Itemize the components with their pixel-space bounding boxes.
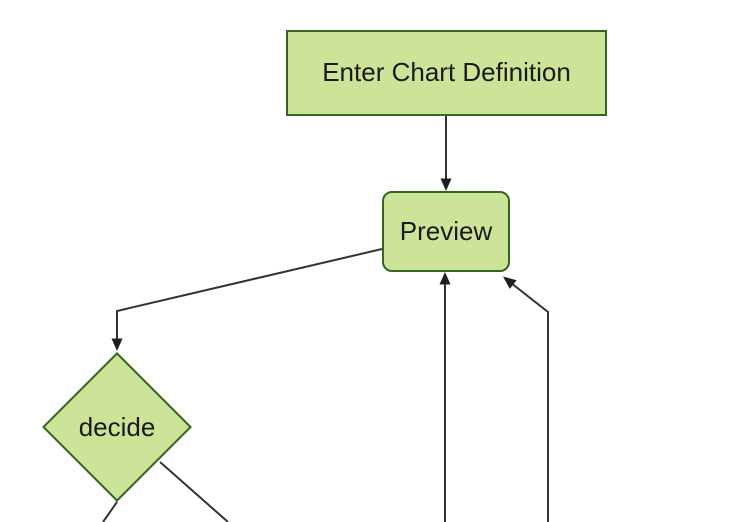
arrowhead-icon [111,338,123,351]
arrowhead-icon [439,272,451,285]
edge-line [116,248,383,339]
node-enter-chart-definition-label: Enter Chart Definition [322,57,571,88]
node-preview-label: Preview [399,215,493,246]
node-decide: decide [42,411,192,443]
node-enter-chart-definition: Enter Chart Definition [286,30,607,116]
edge-bottom-right-to-preview [503,276,549,522]
edge-preview-to-decide [111,248,383,351]
edge-line [512,283,549,522]
edge-decide-to-offscreen-right [159,461,229,522]
node-decide-label: decide [78,412,156,442]
edge-enter-to-preview [440,116,452,191]
arrowhead-icon [440,178,452,191]
edge-decide-to-offscreen-left [102,501,118,522]
node-preview: Preview [382,191,510,272]
arrowhead-icon [503,276,517,289]
edge-bottom-to-preview [439,272,451,522]
